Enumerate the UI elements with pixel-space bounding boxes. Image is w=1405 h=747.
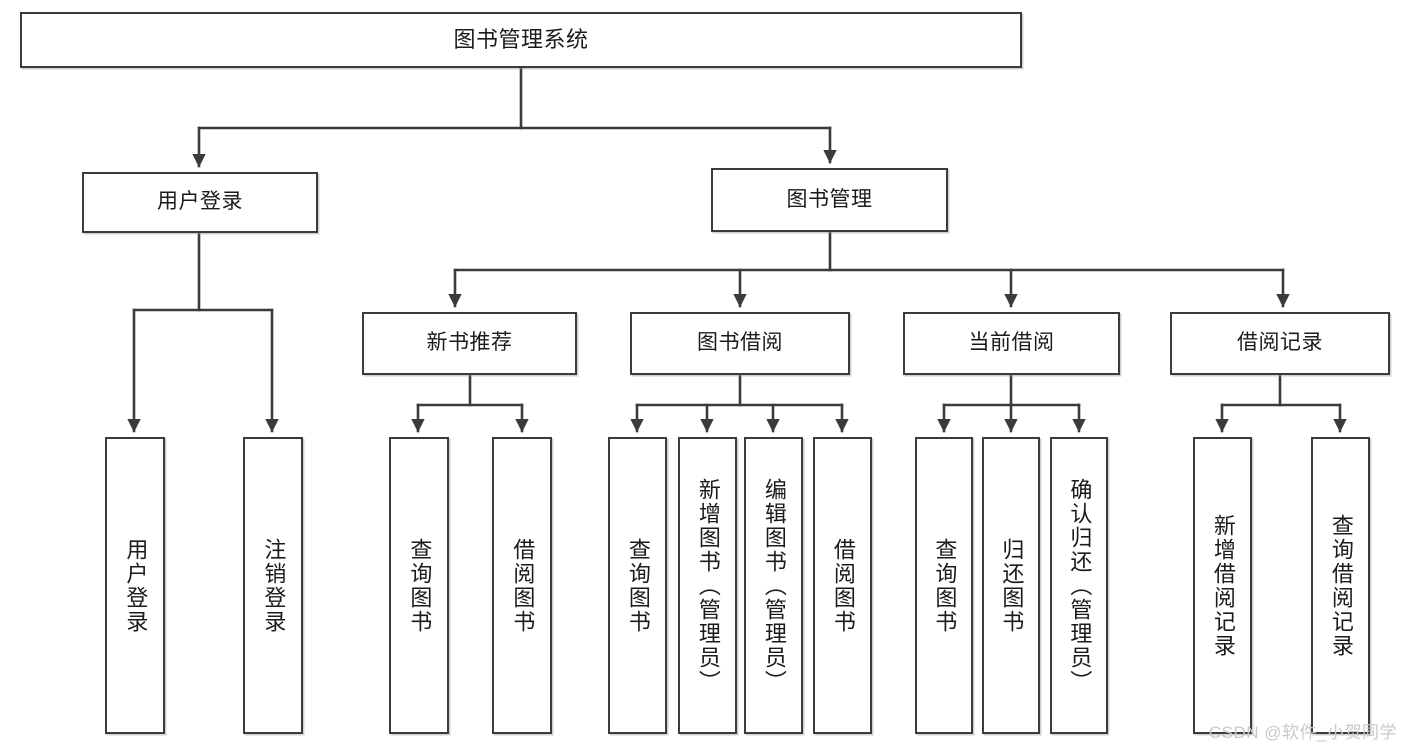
leaf-book-borrow-add-book-admin[interactable]: 新增图书（管理员）: [678, 437, 737, 734]
node-label: 查询图书: [407, 537, 433, 634]
leaf-book-borrow-query-book[interactable]: 查询图书: [608, 437, 667, 734]
leaf-new-book-borrow-book[interactable]: 借阅图书: [492, 437, 552, 734]
leaf-current-borrow-query-book[interactable]: 查询图书: [915, 437, 973, 734]
leaf-book-borrow-borrow-book[interactable]: 借阅图书: [813, 437, 872, 734]
node-book-borrow[interactable]: 图书借阅: [630, 312, 850, 375]
node-label: 查询图书: [932, 537, 958, 634]
leaf-borrow-record-add-record[interactable]: 新增借阅记录: [1193, 437, 1252, 734]
node-label: 用户登录: [157, 190, 243, 214]
node-label: 借阅图书: [510, 537, 536, 634]
leaf-borrow-record-query-record[interactable]: 查询借阅记录: [1311, 437, 1370, 734]
node-label: 新增图书（管理员）: [695, 477, 721, 694]
leaf-user-login-login[interactable]: 用户登录: [105, 437, 165, 734]
csdn-watermark: CSDN @软件_小贺同学: [1208, 723, 1397, 742]
node-label: 借阅记录: [1237, 331, 1323, 355]
node-label: 借阅图书: [830, 537, 856, 634]
node-label: 图书管理: [786, 187, 873, 211]
leaf-current-borrow-return-book[interactable]: 归还图书: [982, 437, 1040, 734]
node-label: 新增借阅记录: [1210, 513, 1236, 658]
node-current-borrow[interactable]: 当前借阅: [903, 312, 1120, 375]
leaf-book-borrow-edit-book-admin[interactable]: 编辑图书（管理员）: [744, 437, 803, 734]
node-borrow-record[interactable]: 借阅记录: [1170, 312, 1390, 375]
leaf-user-login-logout[interactable]: 注销登录: [243, 437, 303, 734]
node-label: 查询借阅记录: [1328, 513, 1354, 658]
node-label: 编辑图书（管理员）: [761, 477, 787, 694]
node-user-login[interactable]: 用户登录: [82, 172, 318, 233]
node-label: 图书借阅: [697, 331, 783, 355]
node-book-management[interactable]: 图书管理: [711, 168, 948, 232]
node-label: 用户登录: [123, 537, 149, 634]
node-label: 注销登录: [261, 537, 287, 634]
node-new-book-recommend[interactable]: 新书推荐: [362, 312, 577, 375]
leaf-current-borrow-confirm-return-admin[interactable]: 确认归还（管理员）: [1050, 437, 1108, 734]
node-label: 新书推荐: [426, 331, 513, 355]
node-label: 查询图书: [625, 537, 651, 634]
node-label: 当前借阅: [968, 331, 1055, 355]
node-label: 归还图书: [999, 537, 1025, 634]
node-label: 确认归还（管理员）: [1067, 477, 1093, 694]
leaf-new-book-query-book[interactable]: 查询图书: [389, 437, 449, 734]
node-root-book-management-system[interactable]: 图书管理系统: [20, 12, 1022, 68]
node-label: 图书管理系统: [453, 27, 589, 53]
